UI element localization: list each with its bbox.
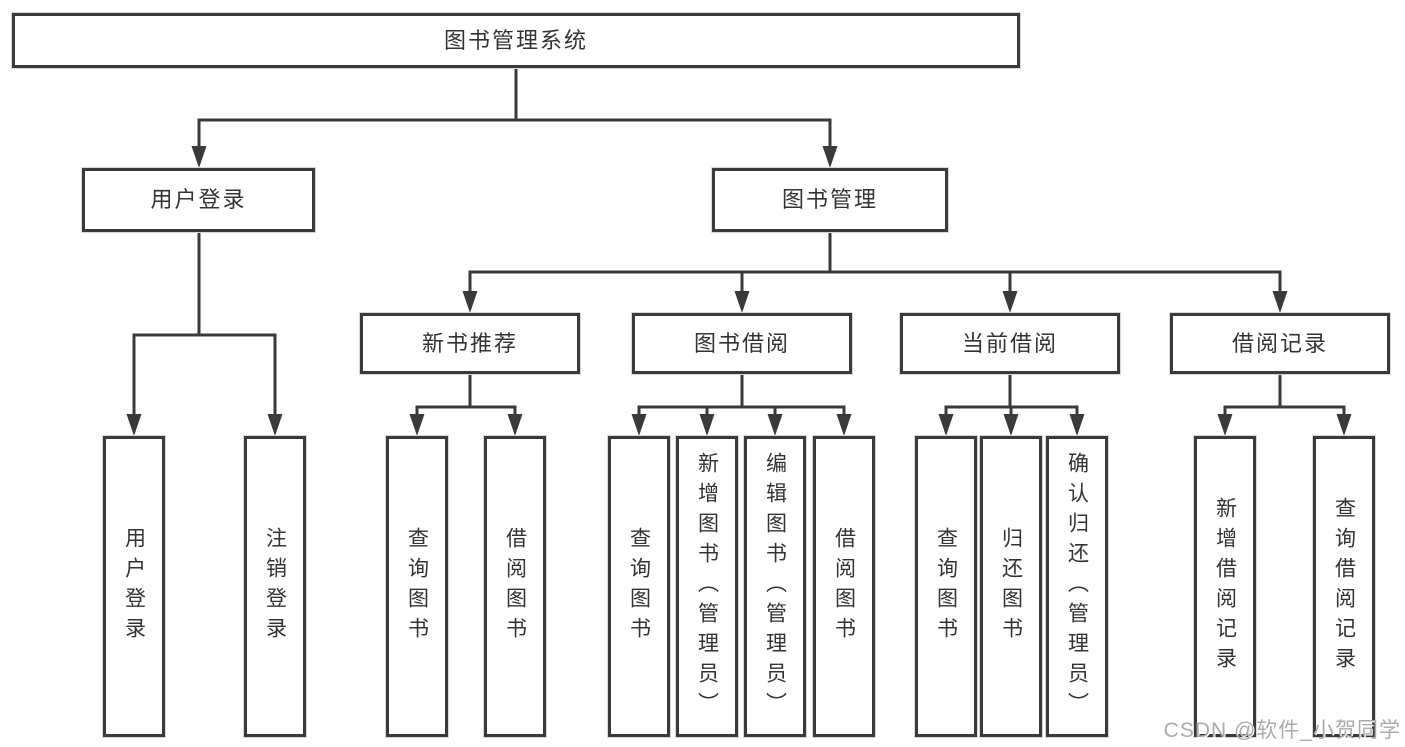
leaf-confirm-return-admin-label: 确认归还（管理员） xyxy=(1065,451,1089,722)
node-new-book-recommend-label: 新书推荐 xyxy=(421,330,518,356)
leaf-logout: 注销登录 xyxy=(244,436,306,737)
node-current-borrow-label: 当前借阅 xyxy=(961,330,1058,356)
leaf-borrow-books-1: 借阅图书 xyxy=(484,436,546,737)
node-root-label: 图书管理系统 xyxy=(443,27,588,53)
leaf-query-books-3: 查询图书 xyxy=(915,436,977,737)
node-new-book-recommend: 新书推荐 xyxy=(360,313,580,374)
leaf-query-borrow-record: 查询借阅记录 xyxy=(1313,436,1375,737)
leaf-add-borrow-record-label: 新增借阅记录 xyxy=(1213,496,1237,677)
leaf-add-books-admin: 新增图书（管理员） xyxy=(676,436,738,737)
leaf-query-books-1-label: 查询图书 xyxy=(405,526,429,647)
leaf-logout-label: 注销登录 xyxy=(263,526,287,647)
leaf-return-books-label: 归还图书 xyxy=(999,526,1023,647)
node-borrow-records-label: 借阅记录 xyxy=(1231,330,1328,356)
leaf-borrow-books-1-label: 借阅图书 xyxy=(503,526,527,647)
node-book-borrow: 图书借阅 xyxy=(632,313,852,374)
leaf-query-books-2-label: 查询图书 xyxy=(627,526,651,647)
leaf-return-books: 归还图书 xyxy=(980,436,1042,737)
leaf-confirm-return-admin: 确认归还（管理员） xyxy=(1046,436,1108,737)
leaf-add-books-admin-label: 新增图书（管理员） xyxy=(695,451,719,722)
leaf-add-borrow-record: 新增借阅记录 xyxy=(1194,436,1256,737)
leaf-user-login: 用户登录 xyxy=(103,436,165,737)
arrowheads xyxy=(126,146,1352,436)
csdn-watermark: CSDN @软件_小贺同学 xyxy=(1163,719,1401,742)
node-book-borrow-label: 图书借阅 xyxy=(693,330,790,356)
leaf-query-books-2: 查询图书 xyxy=(608,436,670,737)
leaf-edit-books-admin: 编辑图书（管理员） xyxy=(744,436,806,737)
node-root-system: 图书管理系统 xyxy=(12,13,1020,68)
leaf-query-borrow-record-label: 查询借阅记录 xyxy=(1332,496,1356,677)
node-user-login-label: 用户登录 xyxy=(150,187,247,212)
node-book-management-label: 图书管理 xyxy=(781,187,878,212)
leaf-borrow-books-2-label: 借阅图书 xyxy=(832,526,856,647)
leaf-borrow-books-2: 借阅图书 xyxy=(813,436,875,737)
node-user-login: 用户登录 xyxy=(82,168,315,232)
leaf-edit-books-admin-label: 编辑图书（管理员） xyxy=(763,451,787,722)
node-book-management: 图书管理 xyxy=(712,168,948,232)
leaf-query-books-3-label: 查询图书 xyxy=(934,526,958,647)
leaf-user-login-label: 用户登录 xyxy=(122,526,146,647)
node-borrow-records: 借阅记录 xyxy=(1170,313,1390,374)
leaf-query-books-1: 查询图书 xyxy=(386,436,448,737)
node-current-borrow: 当前借阅 xyxy=(900,313,1120,374)
